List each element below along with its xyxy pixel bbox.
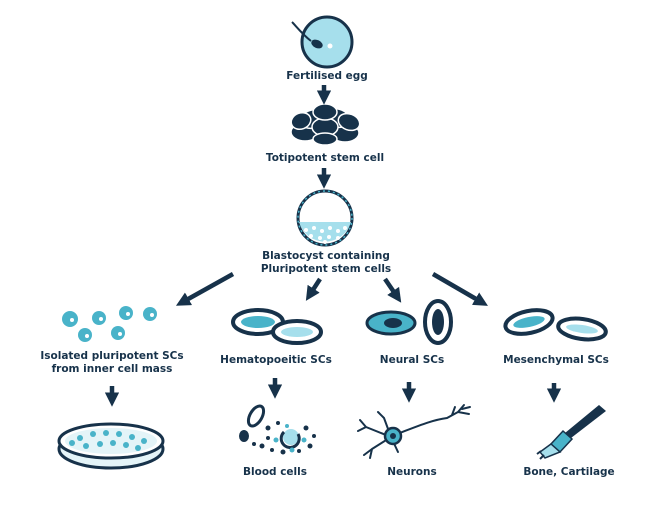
neuron-icon — [357, 404, 471, 459]
arrow-to-isolated — [175, 272, 235, 306]
bone-tool-icon — [536, 405, 606, 460]
label-bone-cartilage: Bone, Cartilage — [523, 466, 615, 478]
arrow-to-hematopoietic — [305, 277, 322, 301]
arrow-to-mesenchymal — [431, 272, 488, 306]
egg-sperm-icon — [291, 15, 354, 69]
arrow-to-neural — [383, 277, 402, 303]
blastocyst-icon — [296, 189, 354, 247]
label-isolated-pluripotent: Isolated pluripotent SCs from inner cell… — [40, 350, 183, 376]
label-isolated-line1: Isolated pluripotent SCs — [40, 350, 184, 362]
cell-cluster-icon — [290, 103, 361, 146]
pluripotent-cells-icon — [62, 306, 157, 342]
mesenchymal-cells-icon — [503, 308, 608, 342]
label-neurons: Neurons — [387, 466, 437, 478]
petri-dish-icon — [57, 422, 165, 470]
label-isolated-line2: from inner cell mass — [51, 363, 173, 375]
hematopoietic-cells-icon — [231, 308, 323, 345]
label-mesenchymal: Mesenchymal SCs — [503, 354, 609, 366]
label-fertilised-egg: Fertilised egg — [286, 70, 368, 82]
flow-arrows — [104, 85, 562, 407]
label-totipotent-stem-cell: Totipotent stem cell — [265, 152, 385, 164]
label-blastocyst-line1: Blastocyst containing — [262, 250, 390, 262]
blood-cells-icon — [239, 404, 316, 455]
label-hematopoietic: Hematopoeitic SCs — [220, 354, 332, 366]
label-blastocyst-line2: Pluripotent stem cells — [260, 263, 392, 275]
label-blood-cells: Blood cells — [243, 466, 307, 478]
label-neural: Neural SCs — [379, 354, 445, 366]
label-blastocyst: Blastocyst containing Pluripotent stem c… — [261, 250, 391, 276]
neural-cells-icon — [365, 299, 453, 345]
